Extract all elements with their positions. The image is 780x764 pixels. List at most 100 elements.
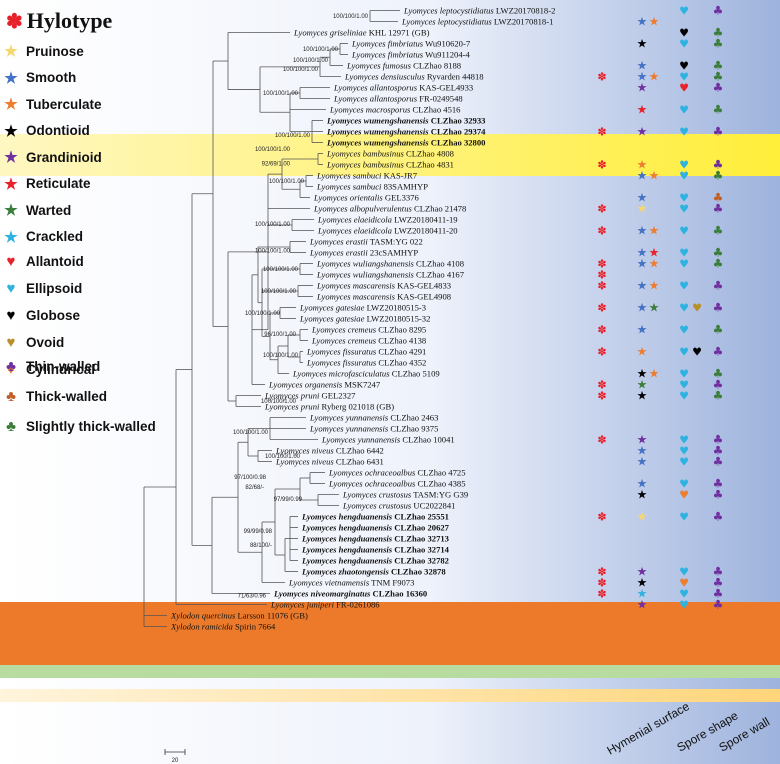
star-icon: ★ (637, 158, 648, 172)
species-name: Lyomyces sambuci (316, 182, 382, 192)
spore-wall-icon: ♣ (713, 323, 724, 337)
voucher-id: Larsson 11076 (GB) (235, 611, 308, 621)
taxon-label: Lyomyces gatesiae LWZ20180515-32 (299, 314, 430, 324)
voucher-id: Ryberg 021018 (GB) (319, 402, 394, 412)
heart-icon: ♥ (679, 346, 689, 359)
spore-wall-icon: ♣ (6, 388, 16, 405)
star-icon: ★ (637, 576, 648, 590)
star-icon: ★ (637, 81, 648, 95)
support-value: 97/100/0.98 (234, 475, 266, 481)
species-name: Lyomyces yunnanensis (321, 435, 401, 445)
voucher-id: KAS-GEL4933 (417, 83, 473, 93)
species-name: Lyomyces mascarensis (316, 281, 396, 291)
species-name: Lyomyces cremeus (311, 325, 377, 335)
species-name: Lyomyces gatesiae (299, 314, 365, 324)
star-icon: ★ (4, 149, 18, 166)
legend-item-label: Pruinose (26, 43, 84, 59)
star-icon: ★ (637, 488, 648, 502)
taxon-label: Lyomyces ochraceoalbus CLZhao 4725 (328, 468, 466, 478)
star-icon: ★ (4, 175, 18, 193)
legend-panel: ✽ Hylotype ★Pruinose★Smooth★Tuberculate★… (0, 0, 200, 440)
support-value: 100/100/1.00 (233, 430, 269, 436)
legend-item: ★ Odontioid (0, 122, 90, 140)
taxon-label: Lyomyces densiusculus Ryvarden 44818 (344, 72, 484, 82)
taxon-label: Lyomyces hengduanensis CLZhao 25551 (301, 512, 449, 522)
spore-wall-icon: ♣ (713, 202, 724, 216)
legend-item-label: Grandinioid (26, 149, 102, 165)
taxon-label: Lyomyces wuliangshanensis CLZhao 4167 (316, 270, 465, 280)
heart-icon: ♥ (679, 456, 689, 469)
legend-item: ♥ Cylindrical (0, 361, 95, 378)
heart-icon: ♥ (6, 334, 16, 351)
voucher-id: CLZhao 4291 (376, 347, 426, 357)
taxon-label: Lyomyces griseliniae KHL 12971 (GB) (293, 28, 430, 38)
voucher-id: LWZ20180515-32 (364, 314, 430, 324)
taxon-label: Lyomyces albopulverulentus CLZhao 21478 (313, 204, 466, 214)
heart-icon: ♥ (679, 82, 689, 95)
voucher-id: MSK7247 (342, 380, 381, 390)
hylotype-icon: ✽ (597, 588, 606, 601)
legend-item-label: Thick-walled (26, 389, 108, 404)
legend-item: ★Warted (0, 201, 71, 219)
support-value: 100/100/1.00 (245, 311, 281, 317)
spore-wall-icon: ♣ (713, 378, 724, 392)
species-name: Lyomyces crustosus (342, 501, 412, 511)
species-name: Xylodon ramicida (170, 622, 233, 632)
taxon-label: Lyomyces niveus CLZhao 6442 (275, 446, 384, 456)
star-icon: ★ (637, 224, 648, 238)
star-icon: ★ (637, 59, 648, 73)
heart-icon: ♥ (679, 324, 689, 337)
taxon-label: Lyomyces wuliangshanensis CLZhao 4108 (316, 259, 464, 269)
taxon-label: Lyomyces niveus CLZhao 6431 (275, 457, 384, 467)
voucher-id: GEL2327 (319, 391, 356, 401)
taxon-label: Lyomyces fimbriatus Wu911204-4 (351, 50, 471, 60)
legend-item-label: Ellipsoid (26, 281, 83, 296)
heart-icon: ♥ (6, 280, 16, 297)
voucher-id: CLZhao 4808 (404, 149, 454, 159)
support-value: 100/100/1.00 (263, 91, 299, 97)
heart-icon: ♥ (6, 361, 16, 378)
spore-wall-icon: ♣ (713, 169, 724, 183)
taxon-label: Lyomyces pruni GEL2327 (264, 391, 356, 401)
heart-icon: ♥ (679, 38, 689, 51)
voucher-id: KAS-GEL4908 (395, 292, 451, 302)
species-name: Lyomyces erastii (309, 248, 368, 258)
legend-item: ♥Allantoid (0, 253, 84, 270)
legend-item-label: Odontioid (26, 123, 90, 138)
spore-wall-icon: ♣ (713, 433, 724, 447)
spore-wall-icon: ♣ (713, 81, 724, 95)
taxon-label: Lyomyces hengduanensis CLZhao 32713 (301, 534, 449, 544)
taxon-label: Lyomyces hengduanensis CLZhao 20627 (301, 523, 450, 533)
hylotype-icon: ✽ (597, 225, 606, 238)
taxon-label: Lyomyces yunnanensis CLZhao 10041 (321, 435, 455, 445)
support-value: 100/100/1.00 (293, 58, 329, 64)
legend-item-label: Crackled (26, 229, 84, 244)
voucher-id: CLZhao 6442 (334, 446, 384, 456)
legend-item-label: Ovoid (26, 335, 65, 350)
spore-wall-icon: ♣ (6, 418, 16, 435)
voucher-id: CLZhao 16360 (370, 589, 427, 599)
legend-item: ♥ Ovoid (0, 334, 65, 351)
legend-item: ♣Slightly thick-walled (0, 418, 156, 435)
species-name: Lyomyces orientalis (313, 193, 383, 203)
voucher-id: FR-0261086 (334, 600, 380, 610)
species-name: Lyomyces vietnamensis (288, 578, 370, 588)
hylotype-icon: ✽ (597, 346, 606, 359)
spore-wall-icon: ♣ (713, 158, 724, 172)
species-name: Lyomyces crustosus (342, 490, 412, 500)
heart-icon: ♥ (679, 159, 689, 172)
star-icon: ★ (4, 122, 18, 140)
spore-wall-icon: ♣ (713, 510, 724, 524)
star-icon: ★ (637, 587, 648, 601)
scale-bar-label: 20 (172, 758, 179, 764)
support-value: 100/100/1.00 (263, 267, 299, 273)
species-name: Lyomyces erastii (309, 237, 368, 247)
spore-wall-icon: ♣ (713, 488, 724, 502)
star-icon: ★ (637, 70, 648, 84)
legend-item-label: Cylindrical (26, 362, 96, 377)
voucher-id: KAS-GEL4833 (395, 281, 451, 291)
taxon-label: Lyomyces mascarensis KAS-GEL4833 (316, 281, 451, 291)
legend-item: ♣Thin-walled (0, 358, 100, 375)
hylotype-icon: ✽ (597, 159, 606, 172)
spore-wall-icon: ♣ (713, 26, 724, 40)
